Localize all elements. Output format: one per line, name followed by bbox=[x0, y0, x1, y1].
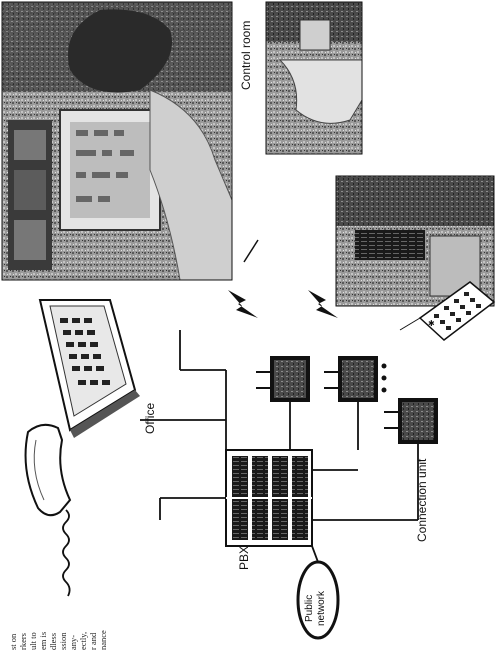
desk-telephone-illustration bbox=[26, 300, 140, 596]
svg-text:✱: ✱ bbox=[428, 319, 435, 328]
label-connection-unit: Connection unit bbox=[415, 458, 429, 542]
label-office: Office bbox=[143, 403, 157, 434]
base-station bbox=[324, 356, 378, 402]
clipped-text-line: nance bbox=[98, 630, 108, 650]
control-room-photo bbox=[266, 2, 362, 154]
clipped-text-line: rkers bbox=[18, 633, 28, 650]
clipped-text-line: dless bbox=[48, 633, 58, 650]
clipped-text-line: r and bbox=[88, 632, 98, 650]
office-photo bbox=[2, 2, 232, 280]
base-station bbox=[256, 356, 310, 402]
clipped-text-column: st on rkers ult to em is dless ssion any… bbox=[8, 630, 108, 650]
radio-link-line bbox=[244, 240, 258, 262]
label-control-room: Control room bbox=[239, 21, 253, 90]
clipped-text-line: ectly, bbox=[78, 632, 88, 650]
wireless-bolt-icon bbox=[308, 290, 338, 318]
label-pbx: PBX bbox=[237, 546, 251, 570]
clipped-text-line: any- bbox=[68, 635, 78, 650]
pbx-cabinet bbox=[226, 450, 312, 546]
label-public-network-line1: Public bbox=[304, 595, 315, 622]
connection-unit bbox=[384, 398, 438, 444]
more-stations-ellipsis bbox=[382, 364, 387, 393]
label-public-network-line2: network bbox=[316, 590, 327, 626]
clipped-text-line: st on bbox=[8, 633, 18, 650]
wireless-bolt-icon bbox=[228, 290, 258, 318]
clipped-text-line: em is bbox=[38, 632, 48, 650]
clipped-text-line: ssion bbox=[58, 632, 68, 650]
clipped-text-line: ult to bbox=[28, 632, 38, 650]
